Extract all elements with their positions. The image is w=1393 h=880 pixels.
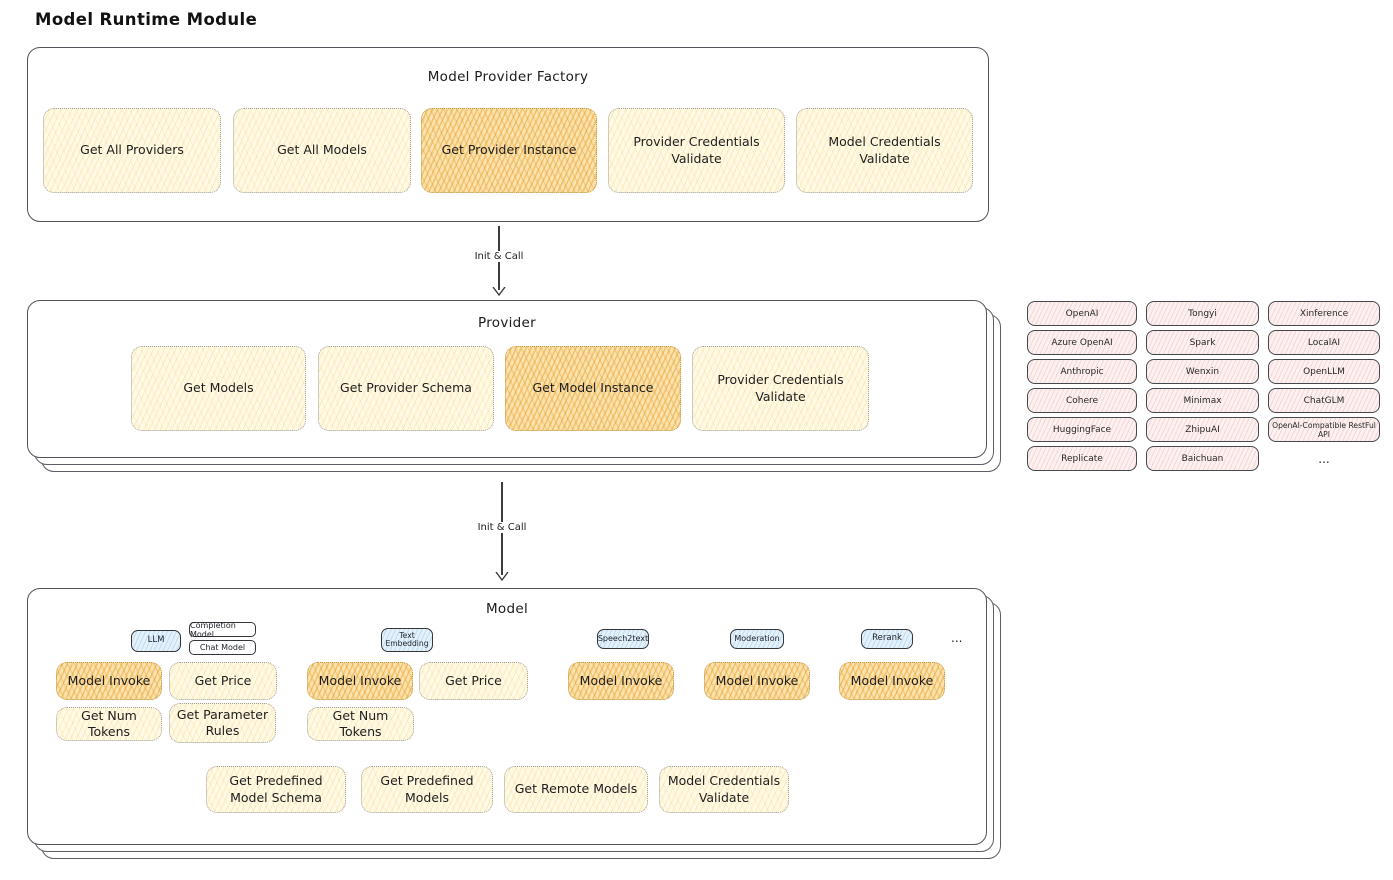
factory-get-provider-instance-label: Get Provider Instance bbox=[441, 142, 577, 158]
get-remote-models-label: Get Remote Models bbox=[514, 781, 638, 797]
rerank-model-invoke-label: Model Invoke bbox=[850, 672, 934, 688]
get-predefined-model-schema: Get Predefined Model Schema bbox=[206, 766, 346, 813]
embedding-get-price-label: Get Price bbox=[445, 672, 502, 688]
factory-get-all-models-label: Get All Models bbox=[277, 142, 367, 158]
embedding-get-price: Get Price bbox=[419, 662, 528, 700]
embedding-get-num-tokens-label: Get Num Tokens bbox=[332, 707, 389, 739]
speech2text-model-invoke-label: Model Invoke bbox=[579, 672, 663, 688]
llm-get-num-tokens: Get Num Tokens bbox=[56, 707, 162, 741]
tag-rerank: Rerank bbox=[861, 629, 913, 649]
tag-speech2text: Speech2text bbox=[597, 629, 649, 649]
get-predefined-models-label: Get Predefined Models bbox=[380, 773, 474, 805]
arrow2-label: Init & Call bbox=[473, 522, 531, 533]
provider-chip-replicate: Replicate bbox=[1027, 446, 1137, 471]
provider-chip-azure-openai: Azure OpenAI bbox=[1027, 330, 1137, 355]
embedding-model-invoke: Model Invoke bbox=[307, 662, 413, 700]
provider-get-provider-schema-label: Get Provider Schema bbox=[340, 380, 472, 396]
provider-chip-xinference: Xinference bbox=[1268, 301, 1380, 326]
embedding-get-num-tokens: Get Num Tokens bbox=[307, 707, 414, 741]
moderation-model-invoke: Model Invoke bbox=[704, 662, 810, 700]
provider-chip-spark: Spark bbox=[1146, 330, 1259, 355]
embedding-model-invoke-label: Model Invoke bbox=[318, 672, 402, 688]
factory-provider-credentials-validate: Provider Credentials Validate bbox=[608, 108, 785, 193]
tag-completion-model: Completion Model bbox=[189, 621, 256, 639]
factory-get-provider-instance: Get Provider Instance bbox=[421, 108, 597, 193]
provider-title: Provider bbox=[478, 315, 536, 331]
provider-get-model-instance: Get Model Instance bbox=[505, 346, 681, 431]
llm-get-price-label: Get Price bbox=[194, 672, 252, 688]
provider-chip-localai: LocalAI bbox=[1268, 330, 1380, 355]
provider-chip-openai: OpenAI bbox=[1027, 301, 1137, 326]
factory-get-all-models: Get All Models bbox=[233, 108, 411, 193]
provider-get-model-instance-label: Get Model Instance bbox=[532, 380, 654, 396]
provider-chip-minimax: Minimax bbox=[1146, 388, 1259, 413]
speech2text-model-invoke: Model Invoke bbox=[568, 662, 674, 700]
get-remote-models: Get Remote Models bbox=[504, 766, 648, 813]
tag-llm: LLM bbox=[131, 630, 181, 652]
provider-box: Provider Get Models Get Provider Schema … bbox=[27, 300, 987, 458]
provider-chip-anthropic: Anthropic bbox=[1027, 359, 1137, 384]
factory-title: Model Provider Factory bbox=[427, 69, 589, 85]
llm-get-num-tokens-label: Get Num Tokens bbox=[81, 707, 137, 739]
provider-chip-zhipuai: ZhipuAI bbox=[1146, 417, 1259, 442]
tag-chat-model: Chat Model bbox=[189, 640, 256, 655]
provider-credentials-validate: Provider Credentials Validate bbox=[692, 346, 869, 431]
tags-ellipsis: ... bbox=[951, 631, 963, 645]
provider-chip-tongyi: Tongyi bbox=[1146, 301, 1259, 326]
provider-chip-baichuan: Baichuan bbox=[1146, 446, 1259, 471]
tag-moderation: Moderation bbox=[730, 629, 784, 649]
arrow1-label: Init & Call bbox=[470, 251, 528, 262]
provider-get-provider-schema: Get Provider Schema bbox=[318, 346, 494, 431]
provider-chip-cohere: Cohere bbox=[1027, 388, 1137, 413]
providers-ellipsis: ... bbox=[1318, 451, 1330, 466]
factory-get-all-providers: Get All Providers bbox=[43, 108, 221, 193]
get-predefined-model-schema-label: Get Predefined Model Schema bbox=[229, 773, 323, 805]
provider-chip-openai-compatible: OpenAI-Compatible RestFul API bbox=[1268, 417, 1380, 442]
model-title: Model bbox=[485, 601, 529, 617]
provider-get-models-label: Get Models bbox=[183, 380, 254, 396]
page-title: Model Runtime Module bbox=[35, 10, 258, 29]
provider-chip-wenxin: Wenxin bbox=[1146, 359, 1259, 384]
factory-model-credentials-validate-label: Model Credentials Validate bbox=[828, 134, 941, 166]
llm-model-invoke: Model Invoke bbox=[56, 662, 162, 700]
provider-chip-chatglm: ChatGLM bbox=[1268, 388, 1380, 413]
model-box: Model LLM Completion Model Chat Model Te… bbox=[27, 588, 987, 845]
factory-box: Model Provider Factory Get All Providers… bbox=[27, 47, 989, 222]
provider-chip-openllm: OpenLLM bbox=[1268, 359, 1380, 384]
arrow-provider-to-model-head bbox=[495, 572, 509, 581]
model-credentials-validate: Model Credentials Validate bbox=[659, 766, 789, 813]
llm-model-invoke-label: Model Invoke bbox=[67, 672, 151, 688]
rerank-model-invoke: Model Invoke bbox=[839, 662, 945, 700]
factory-get-all-providers-label: Get All Providers bbox=[80, 142, 184, 158]
model-credentials-validate-label: Model Credentials Validate bbox=[667, 773, 781, 805]
providers-grid: OpenAI Tongyi Xinference Azure OpenAI Sp… bbox=[1027, 301, 1380, 471]
arrow-factory-to-provider-head bbox=[492, 287, 506, 296]
llm-get-parameter-rules-label: Get Parameter Rules bbox=[176, 706, 269, 738]
llm-get-parameter-rules: Get Parameter Rules bbox=[169, 703, 276, 743]
tag-text-embedding: Text Embedding bbox=[381, 628, 433, 652]
llm-get-price: Get Price bbox=[169, 662, 277, 700]
moderation-model-invoke-label: Model Invoke bbox=[715, 672, 799, 688]
factory-provider-credentials-validate-label: Provider Credentials Validate bbox=[633, 134, 760, 166]
factory-model-credentials-validate: Model Credentials Validate bbox=[796, 108, 973, 193]
provider-get-models: Get Models bbox=[131, 346, 306, 431]
provider-chip-huggingface: HuggingFace bbox=[1027, 417, 1137, 442]
get-predefined-models: Get Predefined Models bbox=[361, 766, 493, 813]
provider-credentials-validate-label: Provider Credentials Validate bbox=[717, 372, 844, 404]
